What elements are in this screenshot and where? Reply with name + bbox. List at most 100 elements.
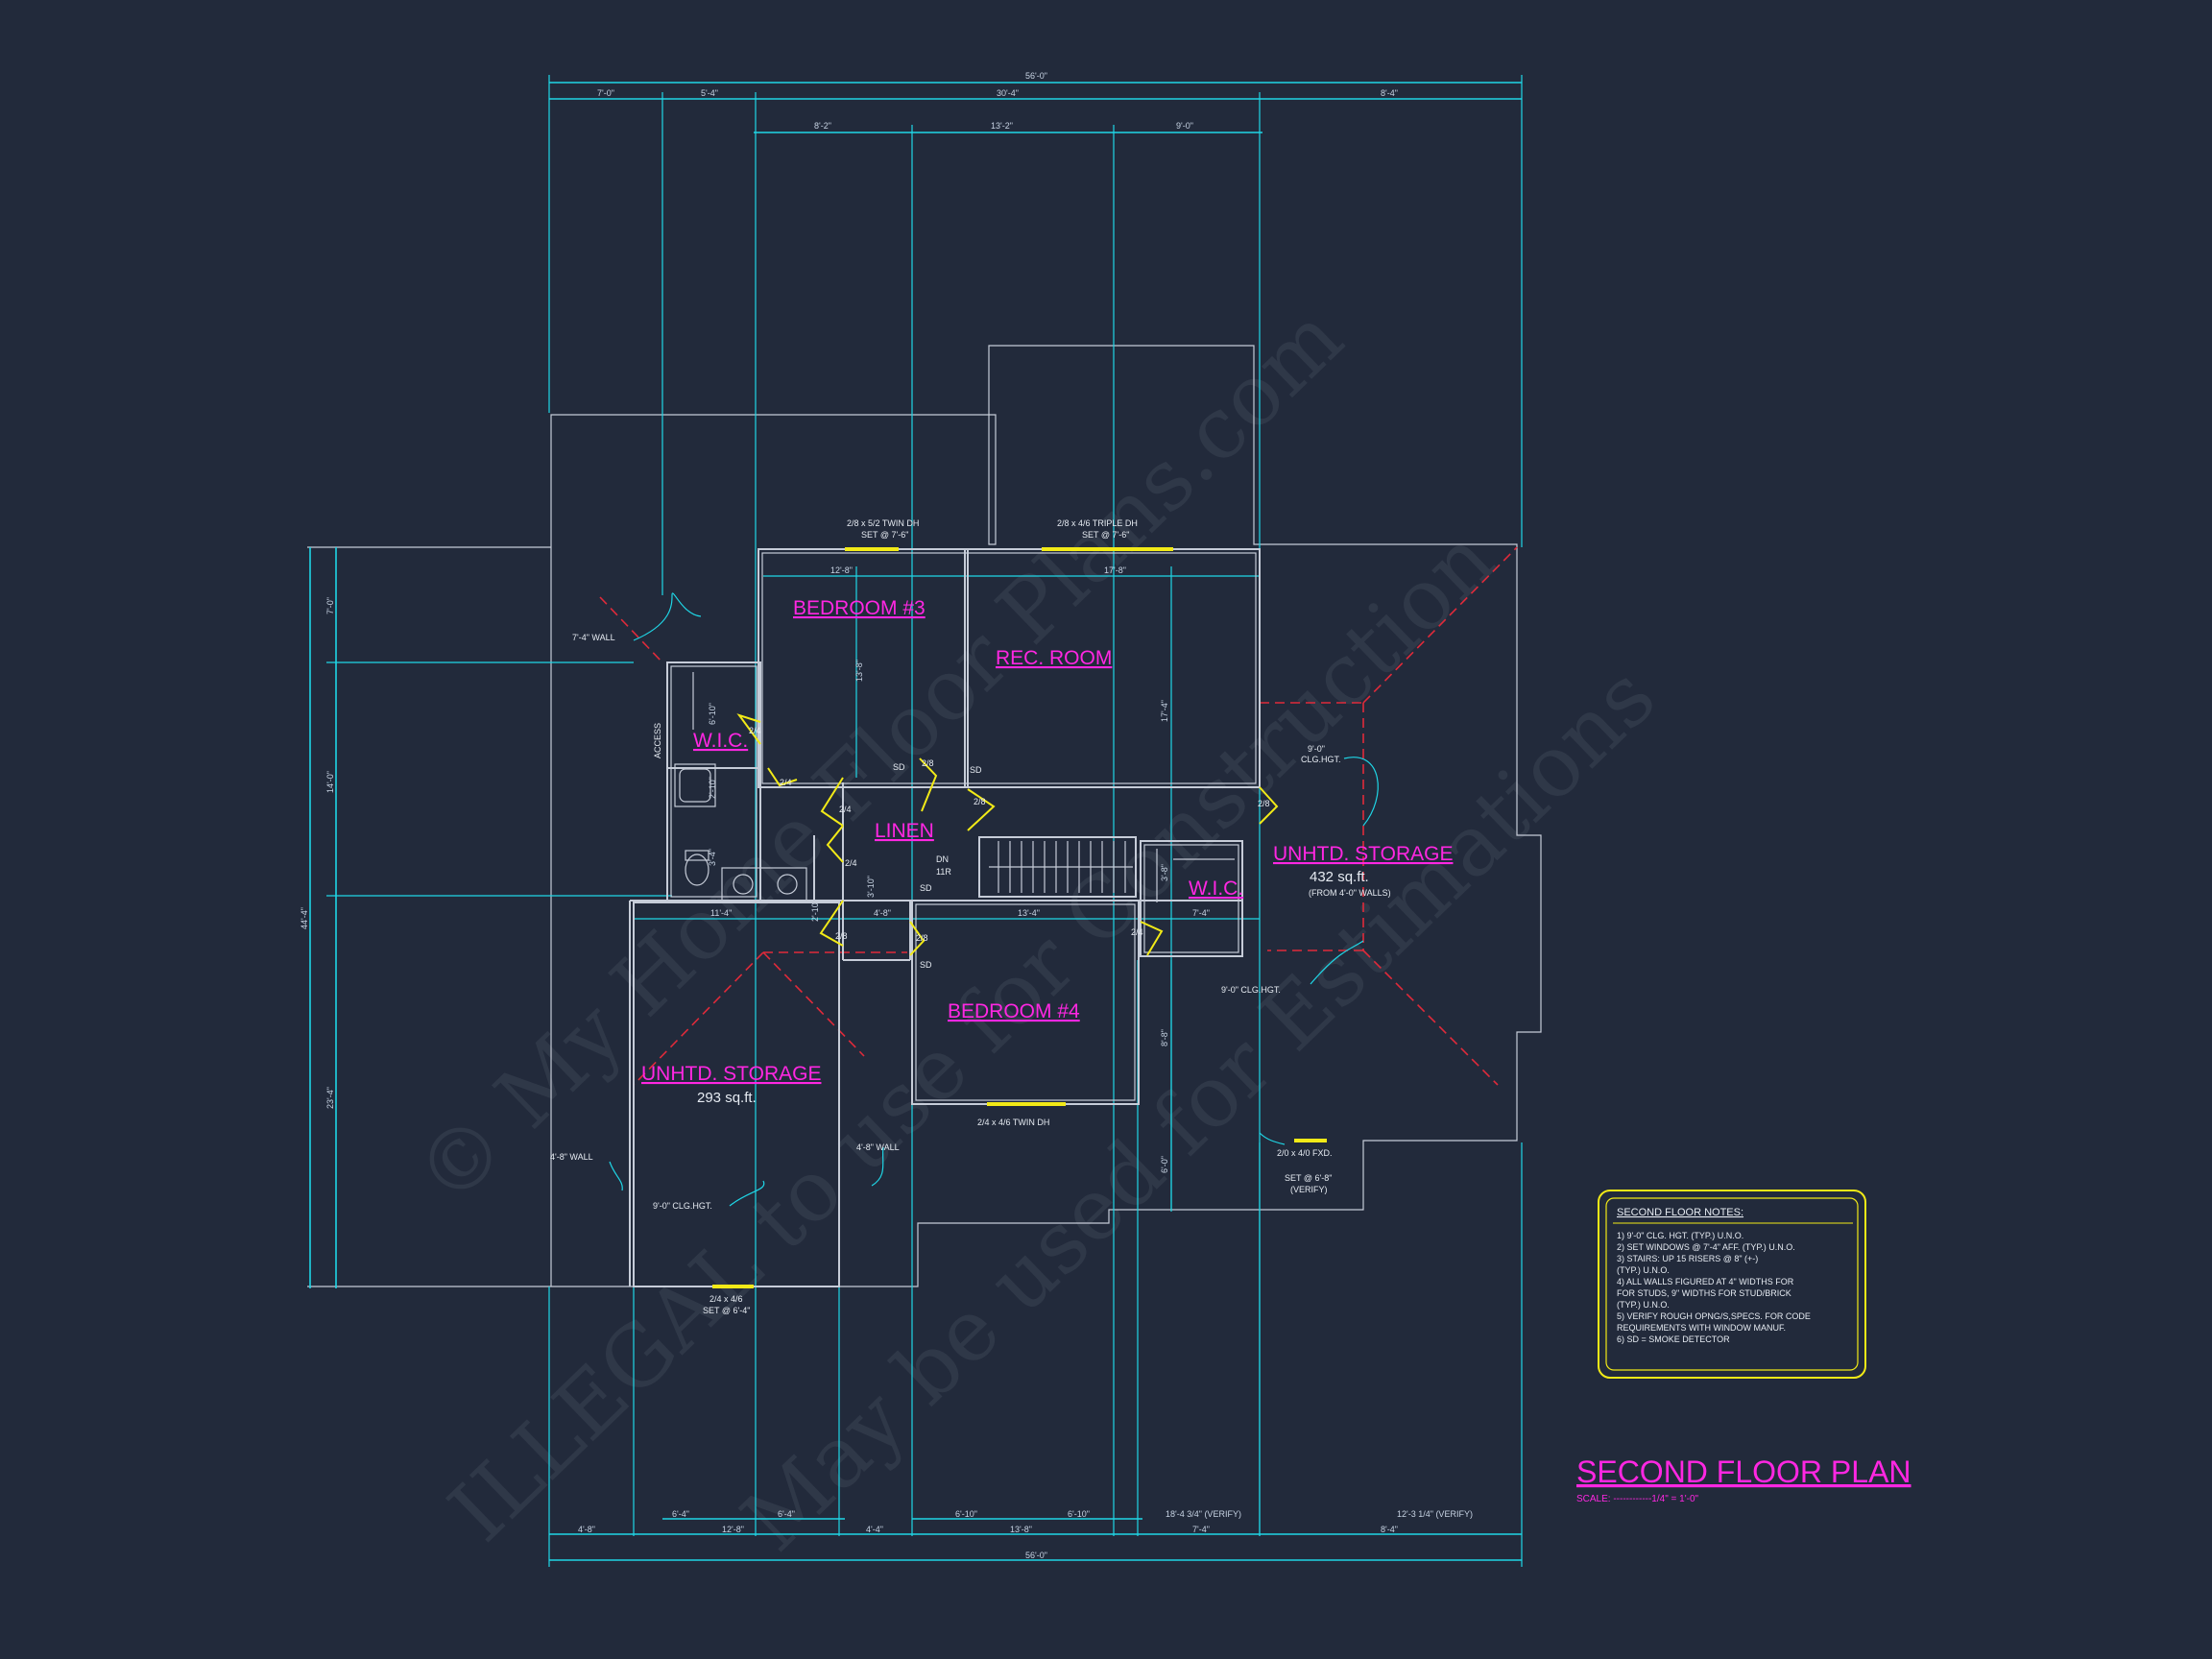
notes-line: 1) 9'-0" CLG. HGT. (TYP.) U.N.O.: [1617, 1231, 1743, 1240]
doors: [736, 713, 1279, 956]
storage-right-note: (FROM 4'-0" WALLS): [1309, 888, 1391, 898]
door-label-3: 2/4: [839, 805, 852, 814]
dim-left-b: 14'-0": [325, 771, 335, 793]
dim-top-c: 30'-4": [997, 88, 1019, 98]
dim-bottom-total: 56'-0": [1025, 1551, 1047, 1560]
door-label-8: 2/8: [835, 931, 848, 941]
notes-box: SECOND FLOOR NOTES: 1) 9'-0" CLG. HGT. (…: [1598, 1190, 1866, 1379]
storage-right-area: 432 sq.ft.: [1310, 869, 1369, 885]
dim-small-1: 3'-4": [708, 849, 717, 866]
room-linen: LINEN: [875, 820, 934, 842]
door-label-10: 2/4: [1131, 927, 1143, 937]
dim-bottom-b: 12'-8": [722, 1525, 744, 1534]
dim-bottom-f: 8'-4": [1381, 1525, 1398, 1534]
dim-bedroom3-width: 12'-8": [830, 565, 853, 575]
dim-bottom-a: 4'-8": [578, 1525, 595, 1534]
room-wic-right: W.I.C.: [1189, 878, 1243, 900]
dim-bottom-d: 13'-8": [1010, 1525, 1032, 1534]
dim-rec-depth: 17'-4": [1160, 700, 1169, 722]
door-label-1: 2/4: [749, 726, 761, 735]
room-labels: BEDROOM #3 REC. ROOM BEDROOM #4 UNHTD. S…: [641, 597, 1453, 1106]
door-label-6: 2/8: [974, 797, 986, 806]
roof-hip-lines: [599, 546, 1518, 1086]
dim-top-a: 7'-0": [597, 88, 614, 98]
room-rec-room: REC. ROOM: [996, 647, 1112, 669]
dim-bottom-d1: 6'-10": [955, 1509, 977, 1519]
notes-list: 1) 9'-0" CLG. HGT. (TYP.) U.N.O. 2) SET W…: [1617, 1231, 1811, 1344]
dim-hall-2: 4'-8": [874, 908, 891, 918]
dim-bottom-verify-2: 12'-3 1/4" (VERIFY): [1397, 1509, 1473, 1519]
stair-treads: [989, 841, 1133, 893]
ceiling-height-right: 9'-0": [1308, 744, 1325, 754]
dimension-labels: 56'-0" 7'-0" 5'-4" 30'-4" 8'-4" 8'-2" 13…: [300, 71, 1473, 1560]
window-set-rec: SET @ 7'-6": [1082, 530, 1129, 540]
door-label-2: 2/4: [780, 778, 792, 787]
window-verify: (VERIFY): [1290, 1185, 1328, 1194]
dim-hall-3: 13'-4": [1018, 908, 1040, 918]
dim-left-total: 44'-4": [300, 907, 309, 929]
dimension-lines: [309, 75, 1523, 1567]
smoke-detector-2: SD: [970, 765, 982, 775]
wall-label-48-right: 4'-8" WALL: [856, 1142, 900, 1152]
window-label-bedroom4: 2/4 x 4/6 TWIN DH: [977, 1118, 1049, 1127]
room-bedroom-3: BEDROOM #3: [793, 597, 926, 619]
smoke-detector-1: SD: [893, 762, 905, 772]
stair-risers-label: 11R: [936, 867, 951, 877]
smoke-detector-4: SD: [920, 960, 932, 970]
notes-line: (TYP.) U.N.O.: [1617, 1300, 1670, 1310]
room-storage-left: UNHTD. STORAGE: [641, 1063, 821, 1085]
wall-label-48-left: 4'-8" WALL: [550, 1152, 593, 1162]
window-label-rec: 2/8 x 4/6 TRIPLE DH: [1057, 518, 1138, 528]
door-label-4: 2/4: [845, 858, 857, 868]
window-label-storage: 2/4 x 4/6: [709, 1294, 743, 1304]
dim-bottom-c: 4'-4": [866, 1525, 883, 1534]
wall-label-74: 7'-4" WALL: [572, 633, 615, 642]
dim-small-2: 3'-10": [866, 876, 876, 898]
dim-bedroom4-depth-1: 8'-8": [1160, 1029, 1169, 1046]
notes-line: 6) SD = SMOKE DETECTOR: [1617, 1334, 1730, 1344]
room-bedroom-4: BEDROOM #4: [948, 1000, 1080, 1022]
dim-bottom-b2: 6'-4": [778, 1509, 795, 1519]
callout-curves: [609, 592, 1379, 1207]
window-set-bedroom3: SET @ 7'-6": [861, 530, 908, 540]
dim-top-b: 5'-4": [701, 88, 718, 98]
dim-bottom-d2: 6'-10": [1068, 1509, 1090, 1519]
watermark: © My Home Floor Plans.com ILLEGAL to use…: [397, 288, 1674, 1570]
dim-bath: 2'-10": [708, 777, 717, 799]
dim-wic-1: 6'-10": [708, 703, 717, 725]
ceiling-height-left: 9'-0" CLG.HGT.: [653, 1201, 712, 1211]
dim-bedroom3-depth: 13'-8": [854, 660, 864, 682]
notes-line: (TYP.) U.N.O.: [1617, 1265, 1670, 1275]
roof-outline: [307, 345, 1542, 1287]
dim-hall-4: 7'-4": [1192, 908, 1210, 918]
door-label-5: 2/8: [922, 758, 934, 768]
window-label-bedroom3: 2/8 x 5/2 TWIN DH: [847, 518, 919, 528]
notes-line: FOR STUDS, 9" WIDTHS FOR STUD/BRICK: [1617, 1288, 1791, 1298]
room-storage-right: UNHTD. STORAGE: [1273, 843, 1453, 865]
dim-left-a: 7'-0": [325, 597, 335, 614]
window-label-fixed: 2/0 x 4/0 FXD.: [1277, 1148, 1333, 1158]
ceiling-height-right-2: CLG.HGT.: [1301, 755, 1341, 764]
dim-rec-width: 17'-8": [1104, 565, 1126, 575]
window-set-fixed: SET @ 6'-8": [1285, 1173, 1332, 1183]
plan-title: SECOND FLOOR PLAN: [1576, 1455, 1911, 1489]
notes-line: 2) SET WINDOWS @ 7'-4" AFF. (TYP.) U.N.O…: [1617, 1242, 1795, 1252]
smoke-detector-3: SD: [920, 883, 932, 893]
room-wic-left: W.I.C.: [693, 730, 748, 752]
notes-line: 3) STAIRS: UP 15 RISERS @ 8" (+-): [1617, 1254, 1758, 1263]
plan-scale: SCALE: ------------1/4" = 1'-0": [1576, 1494, 1699, 1504]
dim-top2-b: 13'-2": [991, 121, 1013, 131]
dim-top-total: 56'-0": [1025, 71, 1047, 81]
dim-top2-c: 9'-0": [1176, 121, 1193, 131]
door-label-9: 2/8: [916, 933, 928, 943]
dim-bottom-verify-1: 18'-4 3/4" (VERIFY): [1166, 1509, 1241, 1519]
stair-down-label: DN: [936, 854, 949, 864]
windows: [712, 547, 1327, 1288]
notes-line: 5) VERIFY ROUGH OPNG/S,SPECS. FOR CODE: [1617, 1311, 1811, 1321]
dim-wic-2: 3'-8": [1160, 864, 1169, 881]
dim-small-3: 2'-10": [810, 900, 820, 922]
dim-bedroom4-depth-2: 6'-0": [1160, 1156, 1169, 1173]
dim-top2-a: 8'-2": [814, 121, 831, 131]
access-label: ACCESS: [653, 723, 662, 758]
door-label-7: 2/8: [1258, 799, 1270, 808]
